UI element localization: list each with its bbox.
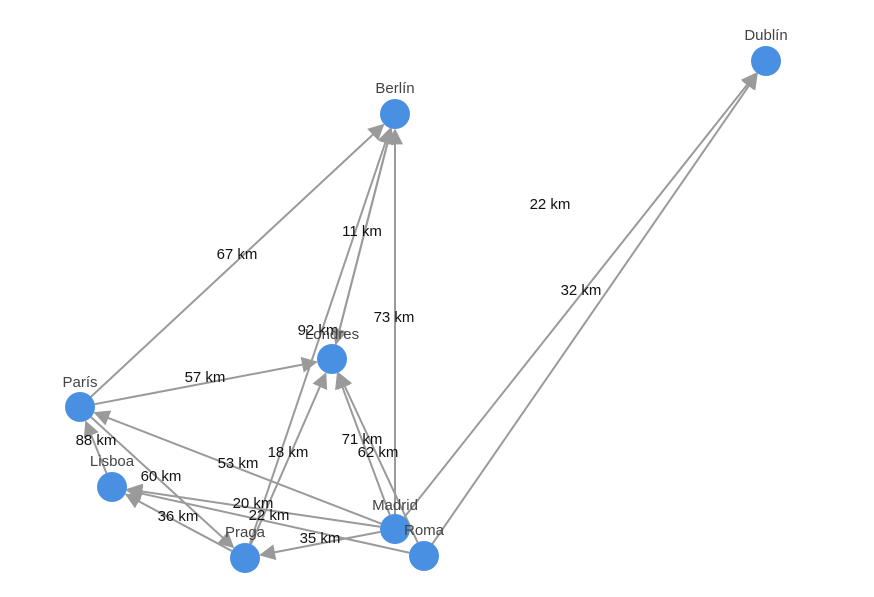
node-berlin[interactable]: Berlín — [375, 80, 415, 129]
edge-label-roma-lisboa: 22 km — [249, 507, 290, 524]
edge-label-madrid-londres: 62 km — [358, 444, 399, 461]
edge-paris-londres — [94, 356, 318, 406]
edge-labels-layer: 67 km 11 km 92 km 22 km 32 km 73 km 57 km 71 km… — [76, 196, 602, 547]
node-label-dublin: Dublín — [744, 27, 787, 44]
edge-paris-berlin — [90, 123, 385, 398]
node-circle-paris[interactable] — [65, 392, 95, 422]
edge-paris-praga — [90, 416, 235, 549]
node-label-praga: Praga — [225, 524, 266, 541]
edge-madrid-paris — [93, 410, 382, 525]
edge-label-paris-praga: 60 km — [141, 468, 182, 485]
edge-label-paris-berlin: 67 km — [217, 246, 258, 263]
node-circle-praga[interactable] — [230, 543, 260, 573]
node-label-londres: Londres — [305, 326, 359, 343]
edge-berlin-londres — [331, 128, 393, 346]
node-circle-dublin[interactable] — [751, 46, 781, 76]
edge-label-madrid-dublin: 22 km — [530, 196, 571, 213]
edge-praga-lisboa — [124, 493, 233, 552]
edge-label-madrid-praga: 35 km — [300, 530, 341, 547]
node-circle-berlin[interactable] — [380, 99, 410, 129]
edge-roma-dublin — [431, 72, 758, 545]
edge-praga-londres — [250, 372, 328, 545]
edge-label-madrid-paris: 53 km — [218, 455, 259, 472]
edge-label-roma-londres: 71 km — [342, 431, 383, 448]
node-label-roma: Roma — [404, 522, 445, 539]
node-circle-lisboa[interactable] — [97, 472, 127, 502]
node-label-lisboa: Lisboa — [90, 453, 135, 470]
edge-label-berlin-londres: 92 km — [298, 322, 339, 339]
node-roma[interactable]: Roma — [404, 522, 445, 571]
edge-madrid-londres — [335, 372, 391, 516]
edge-praga-berlin — [248, 127, 393, 545]
node-praga[interactable]: Praga — [225, 524, 266, 573]
node-circle-londres[interactable] — [317, 344, 347, 374]
node-label-madrid: Madrid — [372, 497, 418, 514]
edge-label-praga-lisboa: 36 km — [158, 508, 199, 525]
edge-roma-londres — [337, 372, 419, 543]
edge-label-madrid-berlin: 73 km — [374, 309, 415, 326]
edge-label-praga-berlin: 18 km — [268, 444, 309, 461]
edges-layer — [83, 72, 758, 561]
edge-madrid-dublin — [403, 72, 758, 518]
node-paris[interactable]: París — [62, 374, 98, 422]
edge-label-roma-dublin: 32 km — [561, 282, 602, 299]
node-londres[interactable]: Londres — [305, 326, 359, 374]
nodes-layer: Berlín DublínLondresParísLisboaMadridRoma… — [62, 27, 788, 573]
node-dublin[interactable]: Dublín — [744, 27, 788, 76]
edge-label-lisboa-paris: 88 km — [76, 432, 117, 449]
node-madrid[interactable]: Madrid — [372, 497, 418, 544]
edge-label-madrid-lisboa: 20 km — [233, 495, 274, 512]
edge-lisboa-paris — [83, 420, 108, 474]
edge-label-londres-berlin: 11 km — [342, 223, 382, 240]
edge-roma-lisboa — [126, 485, 410, 554]
node-circle-madrid[interactable] — [380, 514, 410, 544]
node-lisboa[interactable]: Lisboa — [90, 453, 135, 502]
edge-label-paris-londres: 57 km — [185, 369, 226, 386]
node-circle-roma[interactable] — [409, 541, 439, 571]
edge-madrid-lisboa — [126, 483, 381, 528]
node-label-berlin: Berlín — [375, 80, 414, 97]
edge-madrid-praga — [259, 530, 381, 561]
node-label-paris: París — [62, 374, 97, 391]
